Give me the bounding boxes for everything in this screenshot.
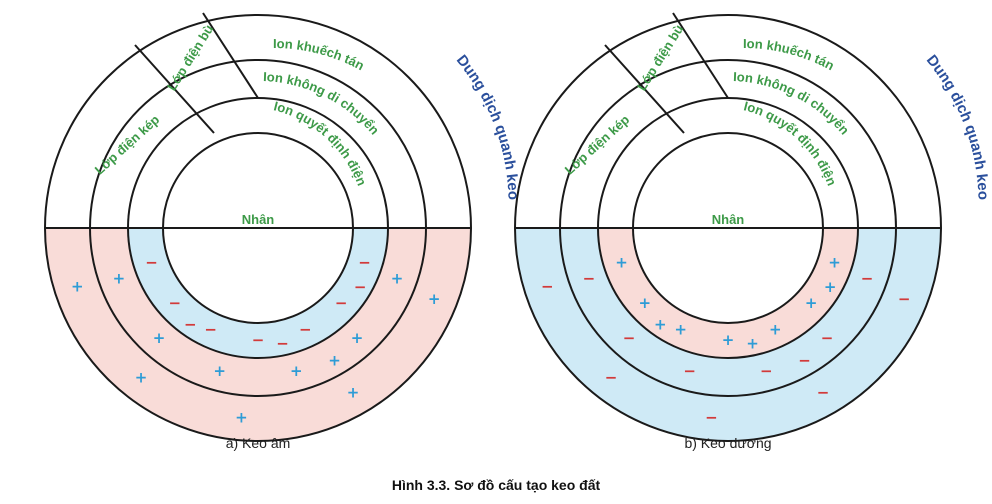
minus-ion-icon: − bbox=[358, 254, 371, 272]
minus-ion-icon: − bbox=[252, 331, 265, 349]
minus-ion-icon: − bbox=[541, 278, 554, 296]
minus-ion-icon: − bbox=[335, 294, 348, 312]
minus-ion-icon: − bbox=[605, 369, 618, 387]
ion-markers: −−−−−−−−−−++++++++++++ bbox=[71, 254, 440, 427]
plus-ion-icon: + bbox=[347, 384, 360, 402]
plus-ion-icon: + bbox=[328, 352, 341, 370]
minus-ion-icon: − bbox=[623, 329, 636, 347]
surrounding-solution-label: Dung dịch quanh keo bbox=[923, 52, 992, 201]
minus-ion-icon: − bbox=[169, 294, 182, 312]
diagram-positive-colloid: ++++++++++−−−−−−−−−−−− Nhân Lớp điện kép… bbox=[514, 12, 992, 451]
diffuse-ions-label: Ion khuếch tán bbox=[273, 36, 367, 73]
plus-ion-icon: + bbox=[674, 321, 687, 339]
figure-title: Hình 3.3. Sơ đồ cấu tạo keo đất bbox=[392, 477, 601, 493]
plus-ion-icon: + bbox=[805, 294, 818, 312]
minus-ion-icon: − bbox=[861, 270, 874, 288]
surrounding-solution-label: Dung dịch quanh keo bbox=[453, 52, 522, 201]
minus-ion-icon: − bbox=[299, 321, 312, 339]
plus-ion-icon: + bbox=[615, 254, 628, 272]
plus-ion-icon: + bbox=[769, 321, 782, 339]
determining-band-fill bbox=[598, 228, 858, 358]
diffuse-band-fill bbox=[45, 228, 471, 441]
diagram-caption: a) Keo âm bbox=[226, 435, 291, 451]
minus-ion-icon: − bbox=[821, 329, 834, 347]
ion-markers: ++++++++++−−−−−−−−−−−− bbox=[541, 254, 910, 427]
plus-ion-icon: + bbox=[746, 334, 759, 352]
core-label: Nhân bbox=[712, 212, 745, 227]
plus-ion-icon: + bbox=[135, 369, 148, 387]
plus-ion-icon: + bbox=[824, 278, 837, 296]
minus-ion-icon: − bbox=[817, 384, 830, 402]
minus-ion-icon: − bbox=[798, 352, 811, 370]
immobile-band-fill bbox=[90, 228, 426, 396]
diffuse-band-fill bbox=[515, 228, 941, 441]
minus-ion-icon: − bbox=[145, 254, 158, 272]
minus-ion-icon: − bbox=[204, 321, 217, 339]
plus-ion-icon: + bbox=[113, 270, 126, 288]
plus-ion-icon: + bbox=[290, 362, 303, 380]
compensating-layer-divider bbox=[202, 12, 259, 99]
minus-ion-icon: − bbox=[898, 290, 911, 308]
plus-ion-icon: + bbox=[351, 329, 364, 347]
minus-ion-icon: − bbox=[276, 334, 289, 352]
plus-ion-icon: + bbox=[722, 331, 735, 349]
minus-ion-icon: − bbox=[760, 362, 773, 380]
determining-band-fill bbox=[128, 228, 388, 358]
double-layer-divider bbox=[134, 44, 215, 134]
compensating-layer-divider bbox=[672, 12, 729, 99]
plus-ion-icon: + bbox=[391, 270, 404, 288]
plus-ion-icon: + bbox=[654, 316, 667, 334]
minus-ion-icon: − bbox=[354, 278, 367, 296]
plus-ion-icon: + bbox=[828, 254, 841, 272]
minus-ion-icon: − bbox=[683, 362, 696, 380]
diagram-caption: b) Keo dương bbox=[684, 435, 771, 451]
plus-ion-icon: + bbox=[235, 408, 248, 426]
plus-ion-icon: + bbox=[213, 362, 226, 380]
double-layer-divider bbox=[604, 44, 685, 134]
core-label: Nhân bbox=[242, 212, 275, 227]
minus-ion-icon: − bbox=[583, 270, 596, 288]
plus-ion-icon: + bbox=[153, 329, 166, 347]
plus-ion-icon: + bbox=[639, 294, 652, 312]
minus-ion-icon: − bbox=[184, 316, 197, 334]
minus-ion-icon: − bbox=[705, 408, 718, 426]
immobile-band-fill bbox=[560, 228, 896, 396]
diagram-negative-colloid: −−−−−−−−−−++++++++++++ Nhân Lớp điện kép… bbox=[44, 12, 522, 451]
plus-ion-icon: + bbox=[428, 290, 441, 308]
plus-ion-icon: + bbox=[71, 278, 84, 296]
diffuse-ions-label: Ion khuếch tán bbox=[743, 36, 837, 73]
